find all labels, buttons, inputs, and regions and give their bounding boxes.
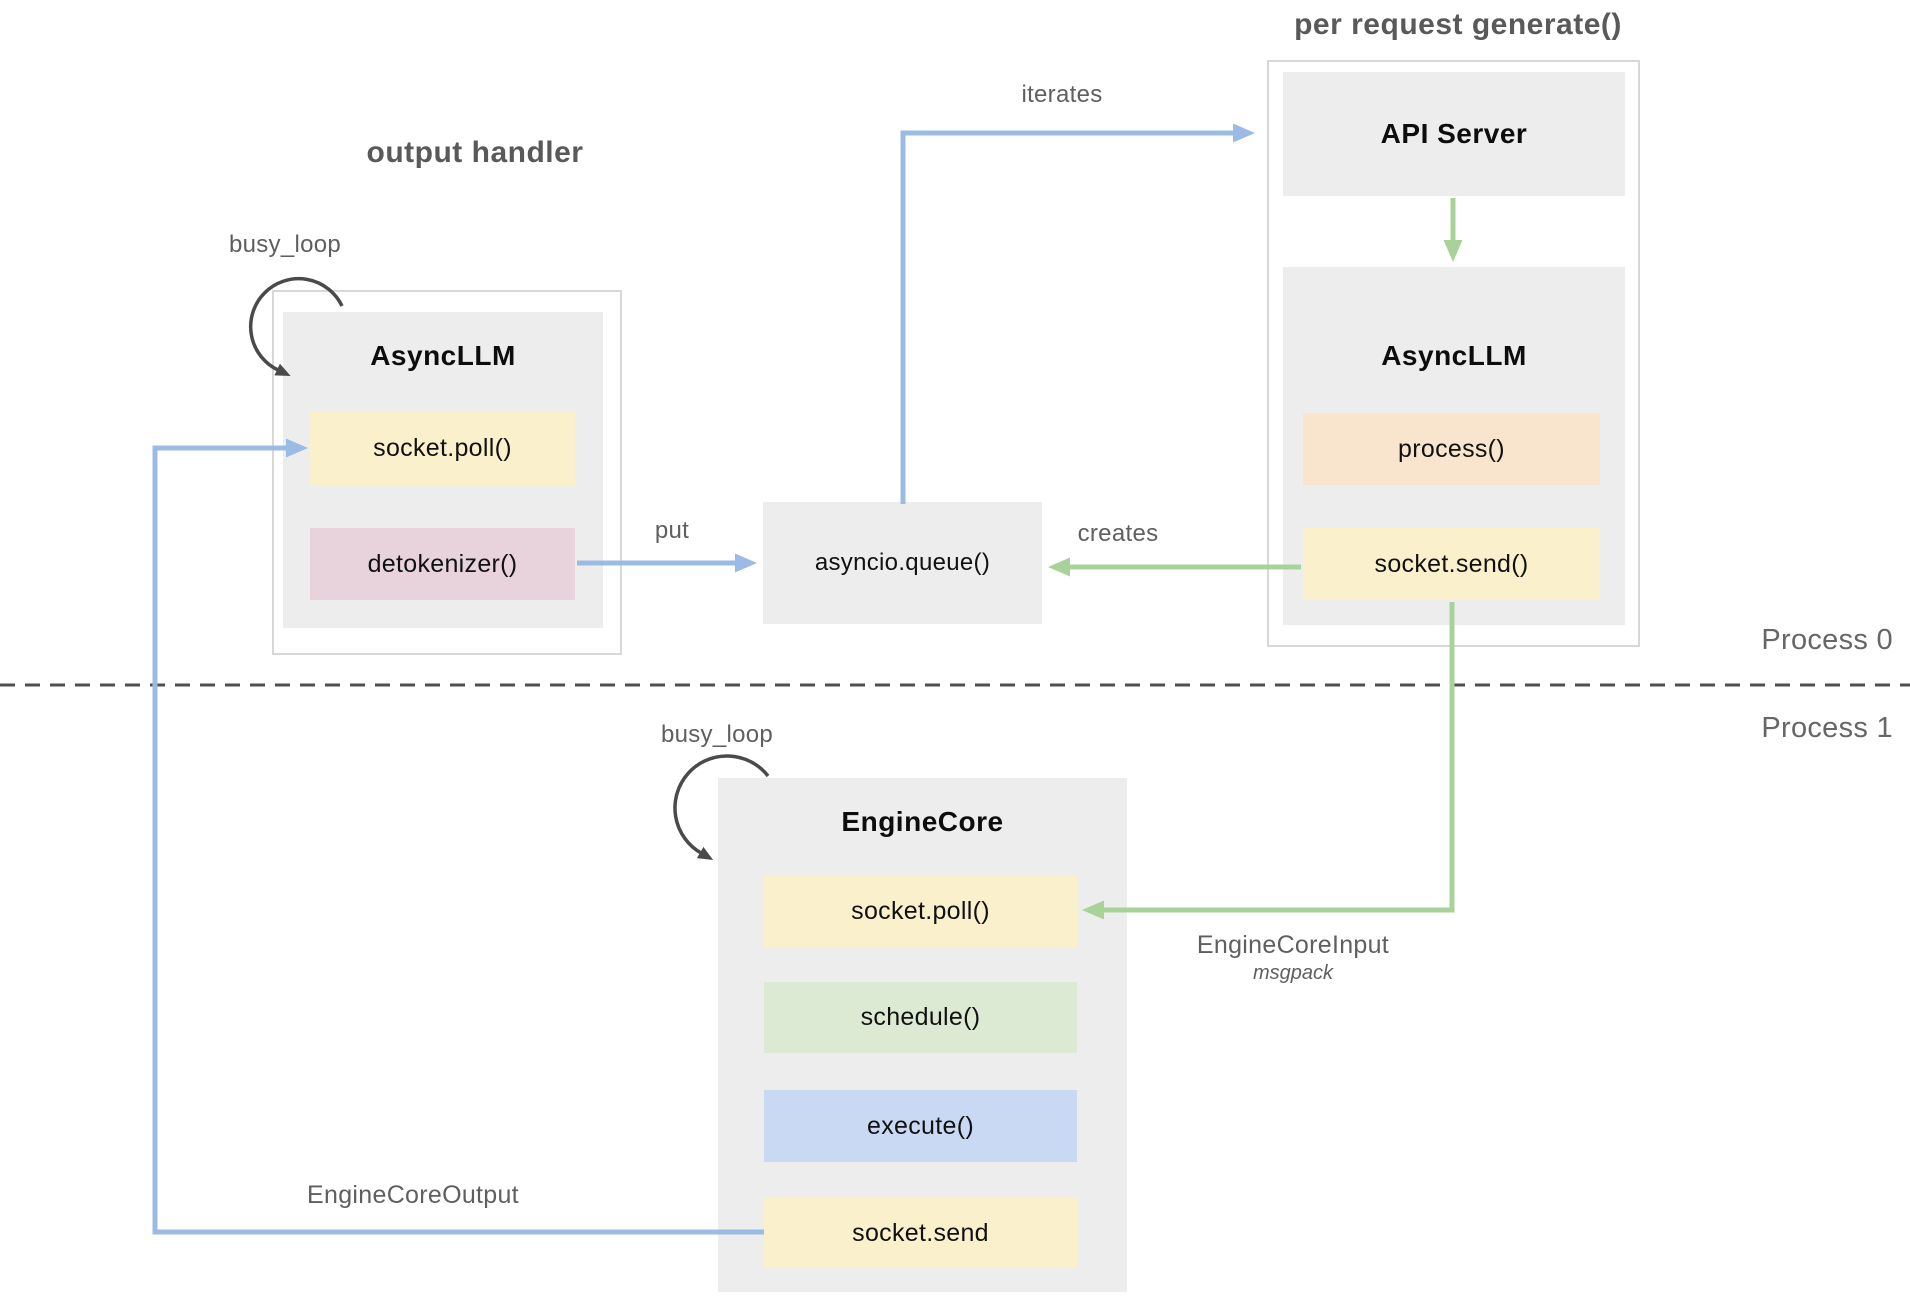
iterates-arrow [900, 123, 1255, 504]
creates-label: creates [1077, 520, 1159, 547]
msgpack-label: msgpack [1252, 962, 1334, 984]
engine-socket-send-box: socket.send [764, 1198, 1077, 1268]
process-0-label: Process 0 [1761, 624, 1893, 656]
schedule-box: schedule() [764, 982, 1077, 1053]
process-1-label: Process 1 [1761, 712, 1893, 744]
engine-busy-loop-label: busy_loop [660, 721, 774, 748]
execute-box: execute() [764, 1090, 1077, 1162]
async-llm-request-title: AsyncLLM [1381, 340, 1527, 371]
output-handler-title: output handler [366, 136, 584, 169]
engine-core-output-label: EngineCoreOutput [307, 1181, 519, 1209]
detokenizer-box: detokenizer() [310, 528, 575, 600]
async-llm-output-title: AsyncLLM [370, 340, 516, 371]
put-label: put [654, 517, 690, 544]
api-server-box: API Server [1283, 72, 1625, 196]
engine-core-input-label: EngineCoreInput [1196, 931, 1390, 959]
engine-core-input-arrow [1082, 602, 1455, 920]
request-socket-send-box: socket.send() [1303, 528, 1600, 600]
engine-socket-poll-box: socket.poll() [764, 876, 1077, 947]
per-request-generate-title: per request generate() [1294, 8, 1622, 41]
engine-core-title: EngineCore [841, 806, 1004, 837]
output-busy-loop-label: busy_loop [228, 231, 342, 258]
iterates-label: iterates [1021, 81, 1103, 108]
output-socket-poll-box: socket.poll() [310, 412, 575, 485]
process-box: process() [1303, 413, 1600, 485]
api-server-title: API Server [1380, 118, 1528, 149]
asyncio-queue-box: asyncio.queue() [763, 502, 1042, 624]
